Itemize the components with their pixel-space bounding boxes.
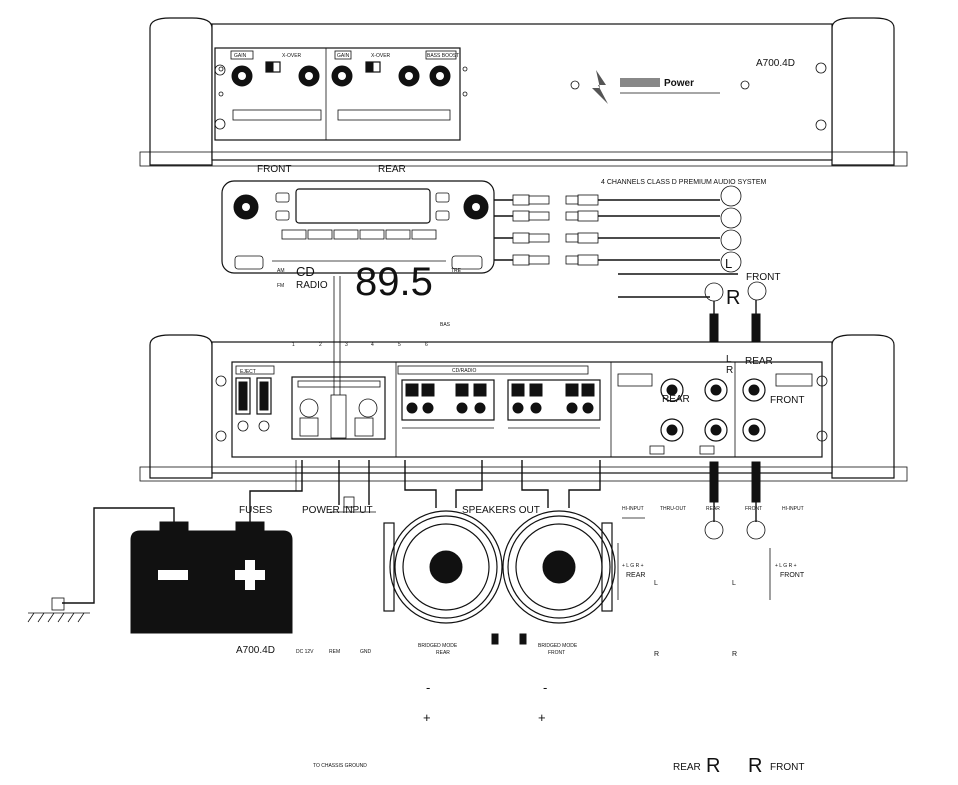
label-bridged-rear-sub: REAR [436, 650, 450, 656]
label-plus-1: + [423, 710, 431, 725]
label-rear-input: REAR [706, 506, 720, 512]
display-window [295, 188, 431, 224]
label-plus-2: + [538, 710, 546, 725]
cd-label: CD [296, 264, 315, 279]
label-hi-input-2: HI-INPUT [782, 506, 804, 512]
amplifier-top: GAIN X-OVER GAIN X-OVER BASS BOOST Power… [139, 17, 908, 167]
bas-label: BAS [440, 322, 451, 328]
channel-number-4: 4 [371, 342, 374, 348]
am-label: AM [277, 268, 285, 274]
label-thru-out: THRU-OUT [660, 506, 686, 512]
label-bridged-rear: BRIDGED MODE [418, 643, 458, 649]
label-minus-1: - [426, 680, 430, 695]
bridge-terminals [491, 633, 527, 645]
gain-knob[interactable] [231, 65, 253, 87]
panel-label-bass-boost: BASS BOOST [427, 53, 459, 59]
rca-input-plugs [704, 461, 766, 540]
brand-name: Power [664, 78, 694, 89]
channel-number-3: 3 [345, 342, 348, 348]
battery [130, 521, 293, 634]
label-fuses: FUSES [239, 505, 273, 516]
label-model-bottom: A700.4D [236, 645, 275, 656]
label-front-bottom-r: R [748, 755, 762, 777]
label-bridged-front: BRIDGED MODE [538, 643, 578, 649]
channel-number-2: 2 [319, 342, 322, 348]
labels: FUSES POWER INPUT SPEAKERS OUT HI-INPUT … [236, 505, 805, 777]
tre-label: TRE [451, 268, 462, 274]
xover-switch-2[interactable] [365, 61, 381, 73]
label-front-bottom: FRONT [770, 762, 804, 773]
label-front-input: FRONT [745, 506, 762, 512]
rca-front-label: FRONT [746, 272, 780, 283]
label-rear-bottom: REAR [673, 762, 701, 773]
label-gnd: GND [360, 649, 372, 655]
label-lgr-front-name: FRONT [780, 572, 805, 579]
label-l-1: L [654, 580, 658, 587]
xover-knob[interactable] [298, 65, 320, 87]
panel-label-gain-1: GAIN [234, 53, 247, 59]
label-hi-input: HI-INPUT [622, 506, 644, 512]
panel-label-xover-2: X-OVER [371, 53, 391, 59]
eject-label: EJECT [240, 369, 256, 375]
label-minus-2: - [543, 680, 547, 695]
channel-number-6: 6 [425, 342, 428, 348]
label-lgr-rear-name: REAR [626, 572, 645, 579]
radio-label: RADIO [296, 280, 328, 291]
panel-label-xover-1: X-OVER [282, 53, 302, 59]
system-title: 4 CHANNELS CLASS D PREMIUM AUDIO SYSTEM [601, 179, 766, 186]
rca-l-letter: L [725, 256, 732, 271]
label-power-input: POWER INPUT [302, 505, 373, 516]
channel-number-1: 1 [292, 342, 295, 348]
channel-number-5: 5 [398, 342, 401, 348]
xover-switch[interactable] [265, 61, 281, 73]
amp-top-model: A700.4D [756, 58, 795, 69]
preset-buttons[interactable] [281, 229, 437, 240]
head-unit: AM FM CD RADIO 89.5 TRE BAS [221, 180, 495, 328]
label-rem: REM [329, 649, 340, 655]
bass-boost-knob[interactable] [429, 65, 451, 87]
rca-cables: L R FRONT [494, 185, 780, 356]
label-r-2: R [732, 651, 737, 658]
panel-label-gain-2: GAIN [337, 53, 350, 59]
amp-rear-inner-label: REAR [662, 394, 690, 405]
label-dc12v: DC 12V [296, 649, 314, 655]
label-lgr-rear: + L G R + [622, 563, 644, 569]
frequency-readout: 89.5 [355, 260, 433, 304]
label-lgr-front: + L G R + [775, 563, 797, 569]
amp-r-letter: R [726, 365, 733, 376]
label-rear-bottom-r: R [706, 755, 720, 777]
battery-wires [27, 460, 376, 623]
cd-radio-label: CD/RADIO [452, 368, 477, 374]
label-r-1: R [654, 651, 659, 658]
amplifier-main: EJECT CD/RADIO 1 2 3 4 5 6 [139, 334, 908, 482]
brand-logo: Power [592, 70, 720, 104]
label-front-headunit: FRONT [257, 164, 291, 175]
fm-label: FM [277, 283, 284, 289]
label-speakers-out: SPEAKERS OUT [462, 505, 540, 516]
label-l-2: L [732, 580, 736, 587]
amp-l-letter: L [726, 354, 732, 365]
label-bridged-front-sub: FRONT [548, 650, 565, 656]
label-chassis-ground: TO CHASSIS GROUND [313, 763, 367, 769]
gain-knob-2[interactable] [331, 65, 353, 87]
rca-r-letter: R [726, 287, 740, 309]
speaker-wires [404, 460, 601, 508]
xover-knob-2[interactable] [398, 65, 420, 87]
amp-rear-label: REAR [745, 356, 773, 367]
label-rear-headunit: REAR [378, 164, 406, 175]
speaker-front [502, 510, 616, 624]
speaker-rear [383, 510, 503, 624]
amp-front-label: FRONT [770, 395, 804, 406]
